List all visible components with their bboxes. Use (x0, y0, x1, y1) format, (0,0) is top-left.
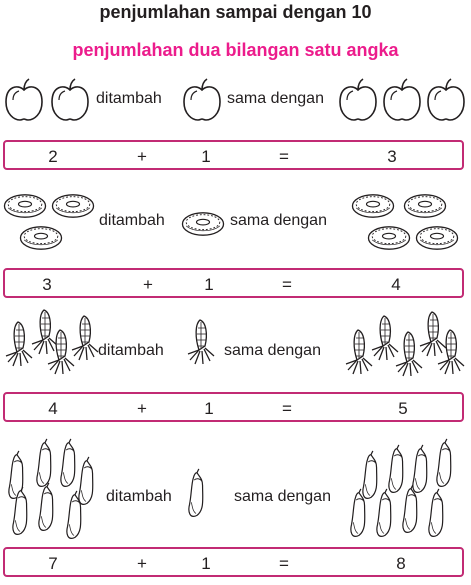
eggplant-icon (8, 486, 34, 538)
eggplant-icon (424, 488, 450, 540)
donut-icon (18, 224, 64, 252)
problem-row-apples: ditambah sama dengan (0, 74, 471, 174)
donut-icon (366, 224, 412, 252)
equals-sign: = (279, 147, 289, 166)
apple-icon (338, 78, 378, 122)
equation-box: 4 + 1 = 5 (3, 392, 464, 422)
apple-icon (426, 78, 466, 122)
eggplant-icon (34, 482, 60, 534)
result: 4 (391, 275, 401, 294)
result: 3 (387, 147, 397, 166)
page-subtitle: penjumlahan dua bilangan satu angka (72, 40, 399, 60)
equation-box: 2 + 1 = 3 (3, 140, 464, 170)
page-title: penjumlahan sampai dengan 10 (99, 2, 372, 22)
donut-icon (350, 192, 396, 220)
donut-icon (402, 192, 448, 220)
problem-row-donuts: ditambah sama dengan (0, 190, 471, 260)
equals-word: sama dengan (234, 488, 331, 505)
eggplant-icon (346, 488, 372, 540)
equation-box: 7 + 1 = 8 (3, 547, 464, 577)
apple-icon (382, 78, 422, 122)
addend-b: 1 (201, 147, 211, 166)
apple-icon (50, 78, 90, 122)
equals-word: sama dengan (227, 90, 324, 107)
apple-icon (4, 78, 44, 122)
added-word: ditambah (98, 342, 164, 359)
addend-b: 1 (204, 275, 214, 294)
addend-a: 4 (48, 399, 58, 418)
plus-sign: + (137, 147, 147, 166)
equals-word: sama dengan (224, 342, 321, 359)
addend-b: 1 (201, 554, 211, 573)
plus-sign: + (137, 554, 147, 573)
equals-sign: = (282, 275, 292, 294)
addend-a: 3 (42, 275, 52, 294)
result: 5 (398, 399, 408, 418)
problem-row-eggplants: ditambah sama dengan (0, 436, 471, 546)
eggplant-icon (62, 490, 88, 542)
donut-icon (180, 210, 226, 238)
corn-icon (436, 326, 466, 376)
result: 8 (396, 554, 406, 573)
equals-sign: = (282, 399, 292, 418)
eggplant-icon (398, 484, 424, 536)
problem-row-corn: ditambah sama dengan (0, 304, 471, 384)
corn-icon (70, 312, 100, 362)
addend-b: 1 (204, 399, 214, 418)
eggplant-icon (184, 468, 210, 520)
addend-a: 2 (48, 147, 58, 166)
added-word: ditambah (96, 90, 162, 107)
equals-sign: = (279, 554, 289, 573)
eggplant-icon (372, 488, 398, 540)
apple-icon (182, 78, 222, 122)
equation-box: 3 + 1 = 4 (3, 268, 464, 298)
addend-a: 7 (48, 554, 58, 573)
donut-icon (2, 192, 48, 220)
corn-icon (186, 316, 216, 366)
donut-icon (414, 224, 460, 252)
equals-word: sama dengan (230, 212, 327, 229)
eggplant-icon (432, 438, 458, 490)
plus-sign: + (137, 399, 147, 418)
plus-sign: + (143, 275, 153, 294)
donut-icon (50, 192, 96, 220)
added-word: ditambah (99, 212, 165, 229)
added-word: ditambah (106, 488, 172, 505)
